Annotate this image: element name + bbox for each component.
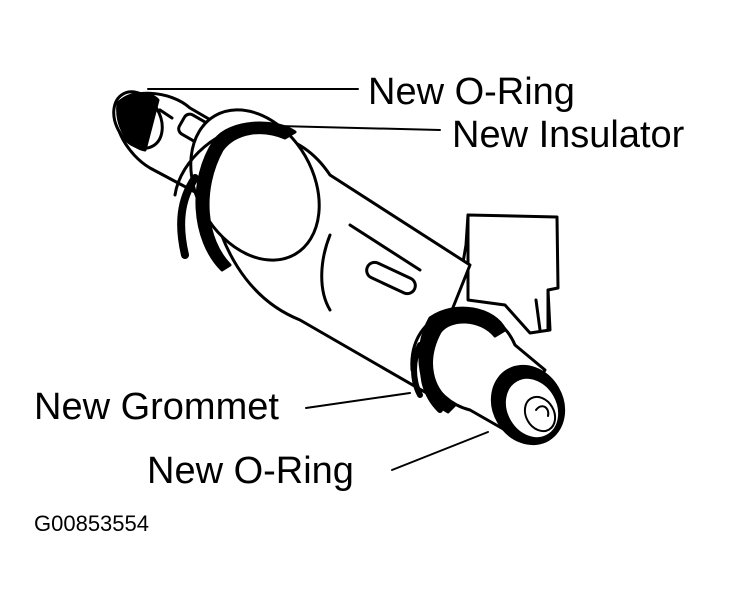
label-new-grommet: New Grommet	[34, 386, 279, 428]
leader-lines	[147, 88, 489, 471]
label-new-insulator: New Insulator	[452, 114, 685, 156]
figure-code: G00853554	[34, 511, 149, 536]
leader-o-ring-bottom	[391, 431, 489, 471]
label-new-o-ring-top: New O-Ring	[368, 71, 575, 113]
leader-insulator	[277, 125, 441, 131]
lower-nozzle	[410, 306, 566, 446]
label-new-o-ring-bottom: New O-Ring	[147, 450, 354, 492]
leader-grommet	[305, 392, 411, 409]
injector-body	[173, 108, 472, 397]
o-ring-top	[116, 92, 160, 152]
